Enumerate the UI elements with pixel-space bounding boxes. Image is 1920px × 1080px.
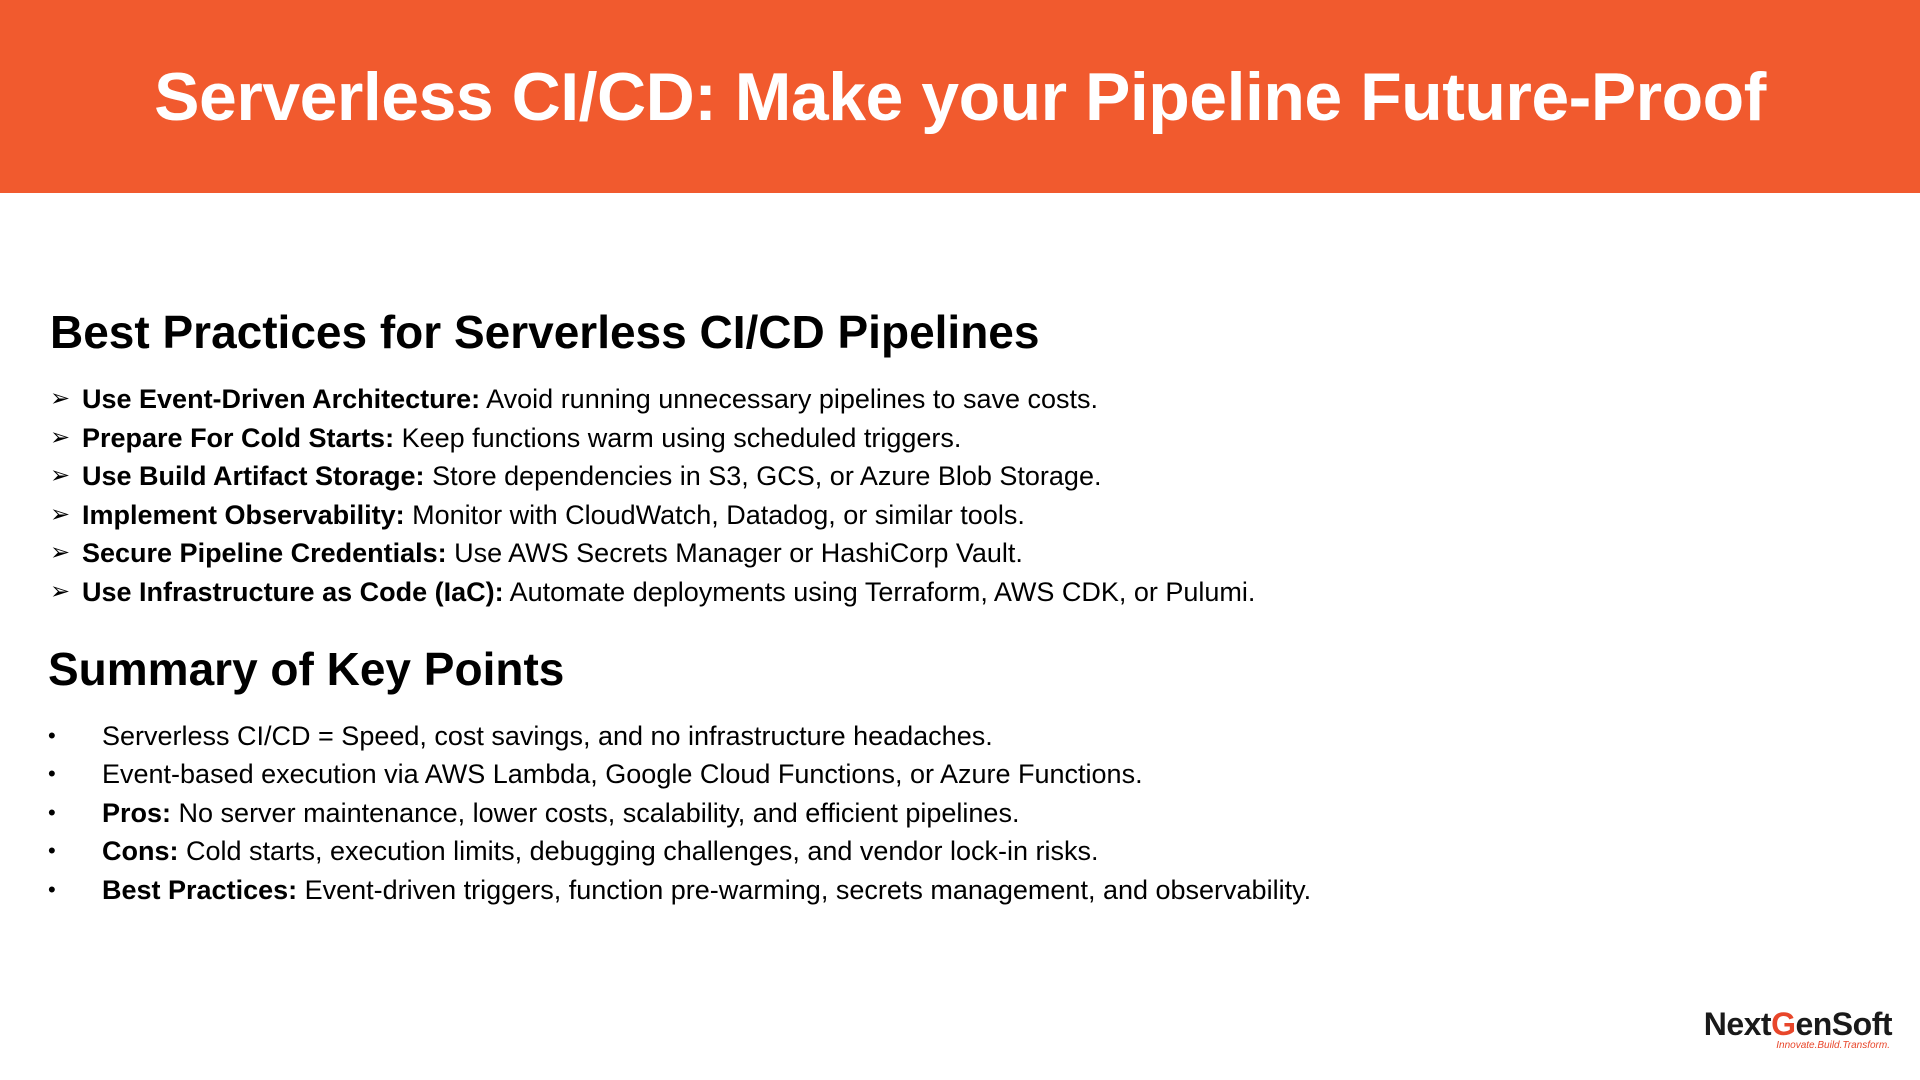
list-item: ➢ Use Event-Driven Architecture: Avoid r… <box>50 380 1255 419</box>
item-text: Store dependencies in S3, GCS, or Azure … <box>424 461 1102 492</box>
list-item: • Event-based execution via AWS Lambda, … <box>48 755 1311 793</box>
list-item: ➢ Prepare For Cold Starts: Keep function… <box>50 419 1255 458</box>
logo-tagline: Innovate.Build.Transform. <box>1776 1040 1890 1051</box>
list-item: • Cons: Cold starts, execution limits, d… <box>48 832 1311 870</box>
list-item: ➢ Secure Pipeline Credentials: Use AWS S… <box>50 534 1255 573</box>
item-text: Avoid running unnecessary pipelines to s… <box>480 384 1099 414</box>
item-term: Secure Pipeline Credentials: <box>82 538 447 569</box>
item-term: Cons: <box>102 836 179 867</box>
item-term: Prepare For Cold Starts: <box>82 422 395 453</box>
arrow-bullet-icon: ➢ <box>50 577 71 605</box>
list-item: • Best Practices: Event-driven triggers,… <box>48 871 1311 909</box>
item-text: Cold starts, execution limits, debugging… <box>178 836 1099 867</box>
logo-part-2: G <box>1771 1006 1796 1042</box>
logo-wordmark: NextGenSoft <box>1632 1006 1893 1042</box>
list-item: • Pros: No server maintenance, lower cos… <box>48 794 1311 832</box>
item-term: Use Infrastructure as Code (IaC): <box>82 576 504 607</box>
item-term: Implement Observability: <box>82 499 405 530</box>
dot-bullet-icon: • <box>48 876 56 902</box>
title-banner: Serverless CI/CD: Make your Pipeline Fut… <box>0 0 1920 193</box>
item-text: Event-based execution via AWS Lambda, Go… <box>102 759 1143 790</box>
item-text: Event-driven triggers, function pre-warm… <box>297 874 1312 905</box>
list-item: ➢ Use Build Artifact Storage: Store depe… <box>50 457 1255 496</box>
arrow-bullet-icon: ➢ <box>50 423 71 451</box>
item-text: Use AWS Secrets Manager or HashiCorp Vau… <box>446 538 1023 569</box>
summary-list: • Serverless CI/CD = Speed, cost savings… <box>48 717 1311 909</box>
list-item: ➢ Use Infrastructure as Code (IaC): Auto… <box>50 573 1255 612</box>
best-practices-list: ➢ Use Event-Driven Architecture: Avoid r… <box>50 380 1255 612</box>
item-text: Serverless CI/CD = Speed, cost savings, … <box>102 721 993 751</box>
arrow-bullet-icon: ➢ <box>50 539 71 567</box>
slide-title: Serverless CI/CD: Make your Pipeline Fut… <box>154 58 1766 135</box>
summary-heading: Summary of Key Points <box>48 643 565 695</box>
item-text: Keep functions warm using scheduled trig… <box>394 422 962 453</box>
item-text: No server maintenance, lower costs, scal… <box>171 797 1020 828</box>
item-term: Best Practices: <box>102 874 298 905</box>
item-text: Monitor with CloudWatch, Datadog, or sim… <box>404 499 1025 530</box>
list-item: • Serverless CI/CD = Speed, cost savings… <box>48 717 1311 755</box>
item-term: Use Build Artifact Storage: <box>82 461 425 492</box>
company-logo: NextGenSoft Innovate.Build.Transform. <box>1632 1006 1893 1052</box>
arrow-bullet-icon: ➢ <box>50 385 71 412</box>
dot-bullet-icon: • <box>48 761 56 787</box>
item-text: Automate deployments using Terraform, AW… <box>503 576 1256 607</box>
item-term: Use Event-Driven Architecture: <box>82 384 481 414</box>
arrow-bullet-icon: ➢ <box>50 500 71 528</box>
item-term: Pros: <box>102 797 172 828</box>
dot-bullet-icon: • <box>48 799 56 825</box>
dot-bullet-icon: • <box>48 723 56 748</box>
best-practices-heading: Best Practices for Serverless CI/CD Pipe… <box>50 306 1040 358</box>
logo-part-1: Next <box>1703 1006 1772 1042</box>
arrow-bullet-icon: ➢ <box>50 462 71 490</box>
logo-part-3: enSoft <box>1795 1006 1892 1042</box>
dot-bullet-icon: • <box>48 838 56 864</box>
list-item: ➢ Implement Observability: Monitor with … <box>50 496 1255 535</box>
